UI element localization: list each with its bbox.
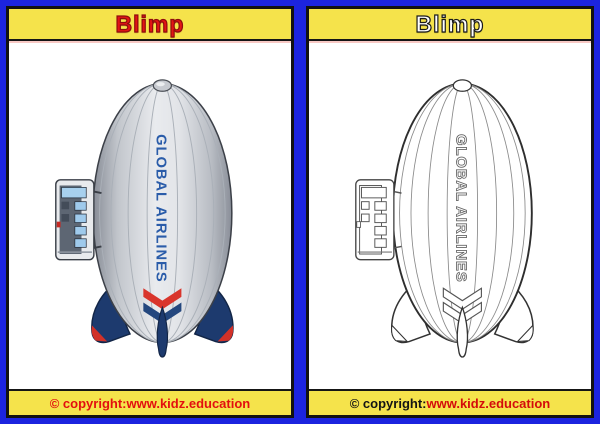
nose-cap	[152, 79, 173, 92]
card-title: Blimp	[415, 10, 485, 37]
tail-fin	[156, 305, 169, 358]
flashcard-lineart: Blimp	[300, 0, 600, 424]
flashcard-color: Blimp	[0, 0, 300, 424]
gondola	[55, 179, 102, 261]
card-header: Blimp	[9, 9, 291, 41]
nose-cap	[452, 79, 473, 92]
website-label: www.kidz.education	[426, 395, 551, 411]
card-footer: © copyright: www.kidz.education	[9, 389, 291, 415]
copyright-label: © copyright:	[49, 395, 127, 411]
card-title: Blimp	[115, 10, 185, 37]
card-frame: Blimp	[306, 6, 594, 418]
card-header: Blimp	[309, 9, 591, 41]
brand-label: GLOBAL AIRLINES	[453, 134, 469, 283]
blimp-brand-text: GLOBAL AIRLINES	[153, 134, 169, 283]
tail-fin	[456, 305, 469, 358]
website-label: www.kidz.education	[126, 395, 251, 411]
card-frame: Blimp	[6, 6, 294, 418]
blimp-brand-text: GLOBAL AIRLINES	[452, 134, 469, 283]
blimp-lineart-illustration: GLOBAL AIRLINES	[355, 79, 534, 358]
gondola	[355, 179, 402, 261]
card-content: GLOBAL AIRLINES	[9, 41, 291, 389]
copyright-label: © copyright:	[349, 395, 427, 411]
card-content: GLOBAL AIRLINES	[309, 41, 591, 389]
brand-label: GLOBAL AIRLINES	[153, 134, 169, 283]
card-footer: © copyright: www.kidz.education	[309, 389, 591, 415]
blimp-color-illustration: GLOBAL AIRLINES	[55, 79, 234, 358]
